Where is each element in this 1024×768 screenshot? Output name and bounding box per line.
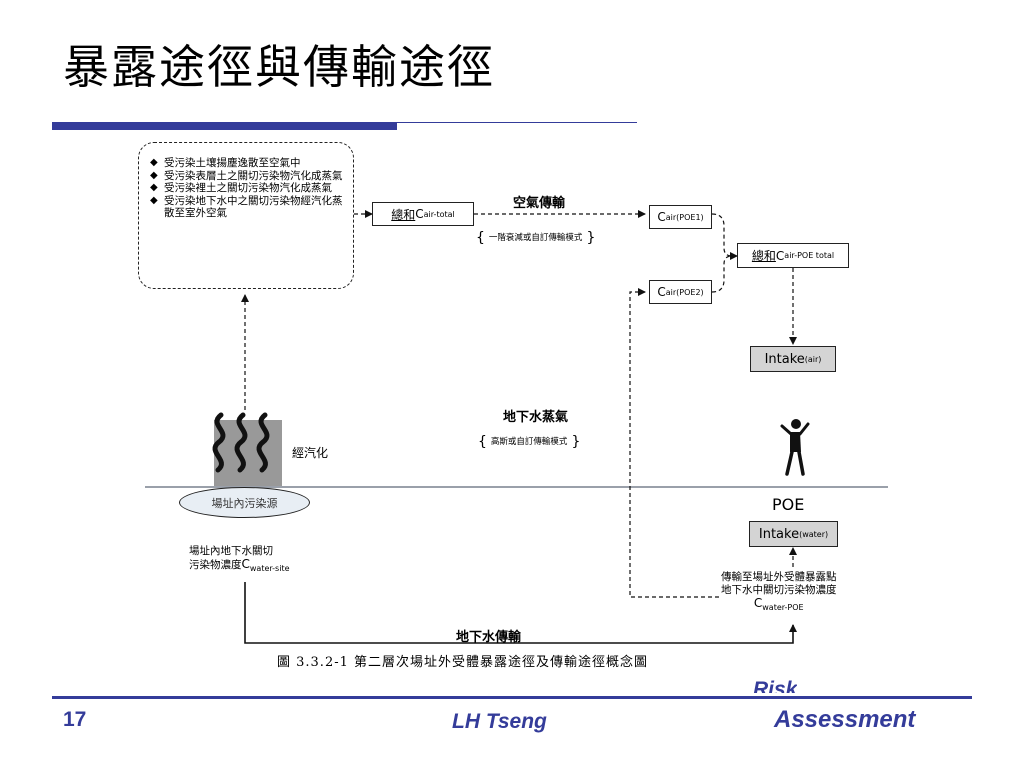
- footer-divider: [52, 696, 972, 699]
- footer-topic-line2: Assessment: [774, 706, 916, 733]
- site-groundwater-concentration: 場址內地下水關切 污染物濃度Cwater-site: [189, 545, 290, 573]
- vapor-model-label: 高斯或自訂傳輸模式: [478, 434, 580, 450]
- title-accent-bar: [52, 122, 397, 130]
- poe-label: POE: [772, 495, 805, 514]
- ground-surface-line: [145, 486, 888, 488]
- groundwater-vapor-label: 地下水蒸氣: [503, 410, 569, 425]
- release-bullet: 受污染表層土之關切污染物汽化成蒸氣: [150, 170, 347, 183]
- arrow-gw-vapor-to-poe2: [629, 288, 719, 598]
- brace-poe2: [711, 255, 733, 293]
- footer-author: LH Tseng: [452, 710, 547, 733]
- air-model-label: 一階衰減或自訂傳輸模式: [476, 230, 595, 246]
- human-receptor-icon: [780, 419, 810, 476]
- page-number: 17: [63, 708, 87, 731]
- arrow-groundwater-transport: [244, 582, 797, 644]
- intake-water-box: Intake(water): [749, 521, 838, 547]
- release-mechanisms-box: 受污染土壤揚塵逸散至空氣中 受污染表層土之關切污染物汽化成蒸氣 受污染裡土之關切…: [138, 142, 354, 289]
- slide-title: 暴露途徑與傳輸途徑: [63, 40, 495, 94]
- footer-topic-line1: Risk: [753, 678, 798, 693]
- release-bullet: 受污染裡土之關切污染物汽化成蒸氣: [150, 182, 347, 195]
- title-underline: [397, 122, 637, 123]
- air-transport-label: 空氣傳輸: [513, 196, 566, 211]
- intake-air-box: Intake(air): [750, 346, 836, 372]
- brace-poe1: [711, 213, 736, 257]
- figure-caption: 圖 3.3.2-1 第二層次場址外受體暴露途徑及傳輸途徑概念圖: [277, 655, 649, 670]
- volatilization-label: 經汽化: [292, 446, 329, 460]
- vapor-waves-icon: [212, 412, 270, 473]
- site-source-ellipse: 場址內污染源: [179, 487, 310, 518]
- poe-groundwater-concentration: 傳輸至場址外受體暴露點 地下水中關切污染物濃度 Cwater-POE: [721, 571, 837, 612]
- groundwater-transport-label: 地下水傳輸: [456, 630, 522, 645]
- release-bullet: 受污染土壤揚塵逸散至空氣中: [150, 157, 347, 170]
- release-bullet: 受污染地下水中之關切污染物經汽化蒸散至室外空氣: [150, 195, 347, 220]
